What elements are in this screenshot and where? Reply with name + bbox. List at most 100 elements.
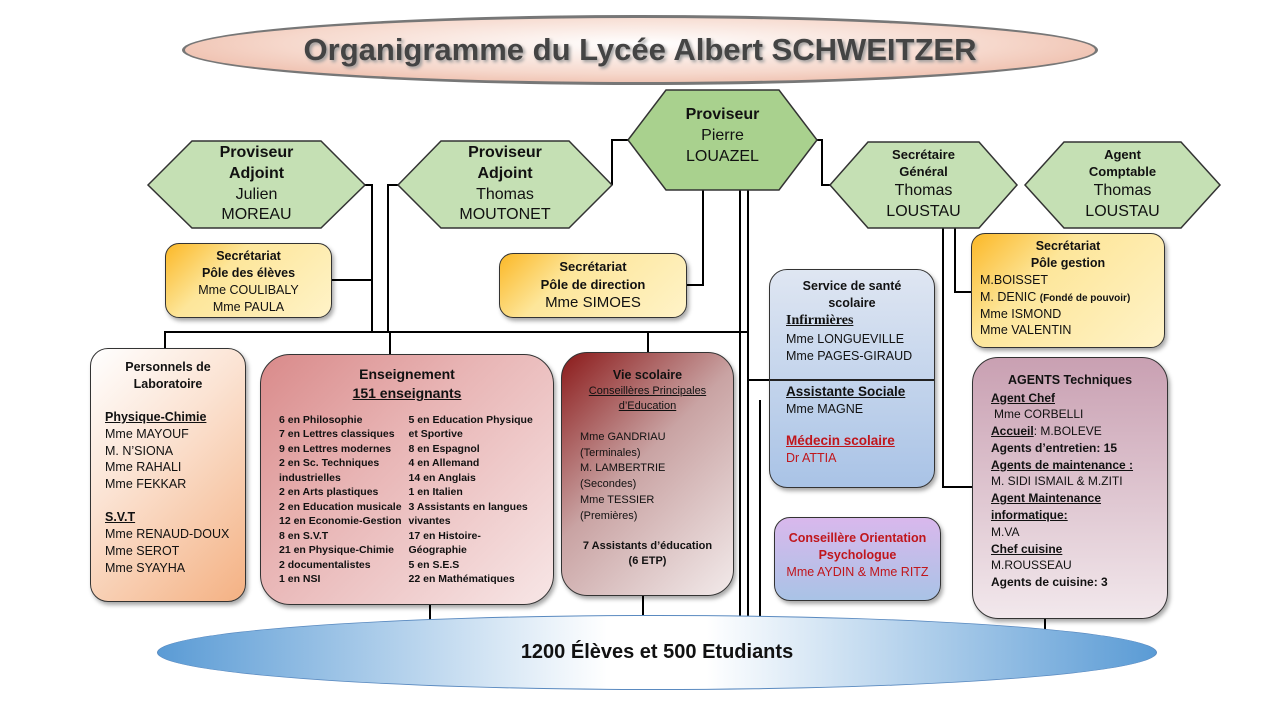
subject-item: 9 en Lettres modernes bbox=[279, 442, 392, 455]
role: Proviseur bbox=[219, 143, 294, 161]
subject-item: 1 en Italien bbox=[408, 486, 463, 499]
section-heading: S.V.T bbox=[105, 510, 136, 525]
subject-item: 2 en Education musicale bbox=[279, 500, 402, 513]
names: Mme AYDIN & Mme RITZ bbox=[786, 564, 929, 579]
last-name: LOUSTAU bbox=[886, 202, 961, 220]
name: Mme SEROT bbox=[105, 543, 180, 558]
section-heading: Infirmières bbox=[786, 312, 854, 328]
cop-box: Conseillère Orientation Psychologue Mme … bbox=[774, 517, 941, 601]
first-name: Thomas bbox=[1093, 182, 1152, 200]
box-subtitle: 151 enseignants bbox=[352, 384, 462, 401]
box-subtitle: Pôle gestion bbox=[1030, 255, 1106, 270]
enseignement-box: Enseignement 151 enseignants 6 en Philos… bbox=[260, 354, 554, 605]
box-title: AGENTS Techniques bbox=[1007, 373, 1133, 387]
role: Proviseur bbox=[468, 143, 542, 161]
sante-box: Service de santé scolaire Infirmières Mm… bbox=[769, 269, 935, 488]
name: Mme MAYOUF bbox=[105, 426, 189, 441]
last-name: LOUAZEL bbox=[686, 147, 759, 165]
name: Mme RAHALI bbox=[105, 460, 182, 475]
subject-item: 2 documentalistes bbox=[279, 558, 371, 571]
name: Mme RENAUD-DOUX bbox=[105, 527, 230, 541]
assistants-count: 7 Assistants d’éducation bbox=[582, 540, 713, 553]
students-ellipse: 1200 Élèves et 500 Etudiants bbox=[157, 615, 1157, 690]
name: Mme COULIBALY bbox=[198, 282, 299, 297]
proviseur-node: Proviseur Pierre LOUAZEL bbox=[628, 105, 817, 167]
name: M.BOISSET bbox=[980, 272, 1049, 287]
last-name: MOREAU bbox=[221, 206, 292, 224]
name: Mme GANDRIAU bbox=[580, 430, 666, 443]
name: M.ROUSSEAU bbox=[991, 558, 1072, 573]
last-name: MOUTONET bbox=[459, 206, 551, 224]
name: M.VA bbox=[991, 524, 1020, 539]
section-heading: Accueil bbox=[991, 424, 1034, 439]
subject-item: 2 en Arts plastiques bbox=[279, 486, 379, 499]
box-title: Personnels de bbox=[125, 360, 211, 374]
name: : M.BOLEVE bbox=[1033, 424, 1102, 439]
subject-item: 5 en S.E.S bbox=[408, 558, 460, 571]
name: Mme TESSIER bbox=[580, 494, 655, 507]
name: M. SIDI ISMAIL & M.ZITI bbox=[991, 474, 1123, 489]
box-title: Secrétariat bbox=[1035, 239, 1101, 253]
subject-item: 22 en Mathématiques bbox=[408, 573, 515, 586]
box-title: Psychologue bbox=[818, 547, 897, 562]
section-heading: Agents de maintenance : bbox=[991, 457, 1134, 472]
subject-item: 5 en Education Physique et Sportive bbox=[408, 413, 533, 441]
sec-gestion-box: Secrétariat Pôle gestion M.BOISSET M. DE… bbox=[971, 233, 1165, 348]
sec-direction-box: Secrétariat Pôle de direction Mme SIMOES bbox=[499, 253, 687, 318]
role: Général bbox=[899, 164, 948, 180]
subject-item: 3 Assistants en langues vivantes bbox=[408, 500, 528, 528]
box-title: Conseillère Orientation bbox=[788, 531, 927, 545]
section-heading: Physique-Chimie bbox=[105, 409, 207, 424]
sec-eleves-box: Secrétariat Pôle des élèves Mme COULIBAL… bbox=[165, 243, 332, 318]
level: (Premières) bbox=[580, 510, 638, 523]
box-title: Enseignement bbox=[359, 366, 455, 382]
subject-item: 17 en Histoire-Géographie bbox=[408, 529, 481, 557]
name: M. N’SIONA bbox=[105, 443, 174, 458]
hex-secgen bbox=[828, 141, 1019, 229]
subject-item: 21 en Physique-Chimie bbox=[279, 544, 394, 557]
last-name: LOUSTAU bbox=[1085, 202, 1160, 220]
role: Proviseur bbox=[685, 106, 760, 123]
vie-scolaire-box: Vie scolaire Conseillères Principales d’… bbox=[561, 352, 734, 596]
first-name: Thomas bbox=[476, 185, 534, 203]
level: (Secondes) bbox=[580, 478, 637, 491]
first-name: Pierre bbox=[701, 126, 744, 144]
hex-adjoint2 bbox=[396, 140, 614, 229]
role: Adjoint bbox=[228, 164, 285, 182]
name: M. DENIC bbox=[980, 289, 1037, 304]
box-subtitle: Pôle des élèves bbox=[201, 265, 296, 280]
page-title: Organigramme du Lycée Albert SCHWEITZER bbox=[182, 15, 1098, 85]
section-heading: Chef cuisine bbox=[991, 541, 1063, 556]
hex-adjoint1 bbox=[146, 140, 367, 229]
subject-item: 8 en Espagnol bbox=[408, 442, 480, 455]
box-title: scolaire bbox=[828, 295, 876, 310]
note: (Fondé de pouvoir) bbox=[1039, 292, 1131, 304]
box-title: Vie scolaire bbox=[612, 368, 683, 382]
section-heading: Agent Chef bbox=[991, 390, 1055, 405]
first-name: Julien bbox=[235, 185, 278, 203]
name: Mme CORBELLI bbox=[994, 407, 1084, 422]
name: Dr ATTIA bbox=[786, 451, 837, 466]
first-name: Thomas bbox=[894, 182, 953, 200]
agents-box: AGENTS Techniques Agent Chef Mme CORBELL… bbox=[972, 357, 1168, 619]
name: Mme ISMOND bbox=[980, 306, 1062, 321]
box-title: Laboratoire bbox=[133, 376, 203, 391]
role: Secrétaire bbox=[892, 147, 955, 163]
subject-item: 12 en Economie-Gestion bbox=[279, 515, 402, 528]
box-title: Secrétariat bbox=[216, 249, 281, 263]
subject-item: 4 en Allemand bbox=[408, 457, 480, 470]
name: Mme SYAYHA bbox=[105, 560, 186, 575]
count: Agents de cuisine: 3 bbox=[991, 575, 1108, 590]
name: Mme FEKKAR bbox=[105, 477, 187, 492]
hex-proviseur bbox=[627, 89, 818, 191]
subject-item: 2 en Sc. Techniques industrielles bbox=[279, 457, 380, 484]
role: Adjoint bbox=[477, 164, 533, 182]
assistants-etp: (6 ETP) bbox=[628, 555, 667, 568]
name: Mme LONGUEVILLE bbox=[786, 331, 905, 346]
